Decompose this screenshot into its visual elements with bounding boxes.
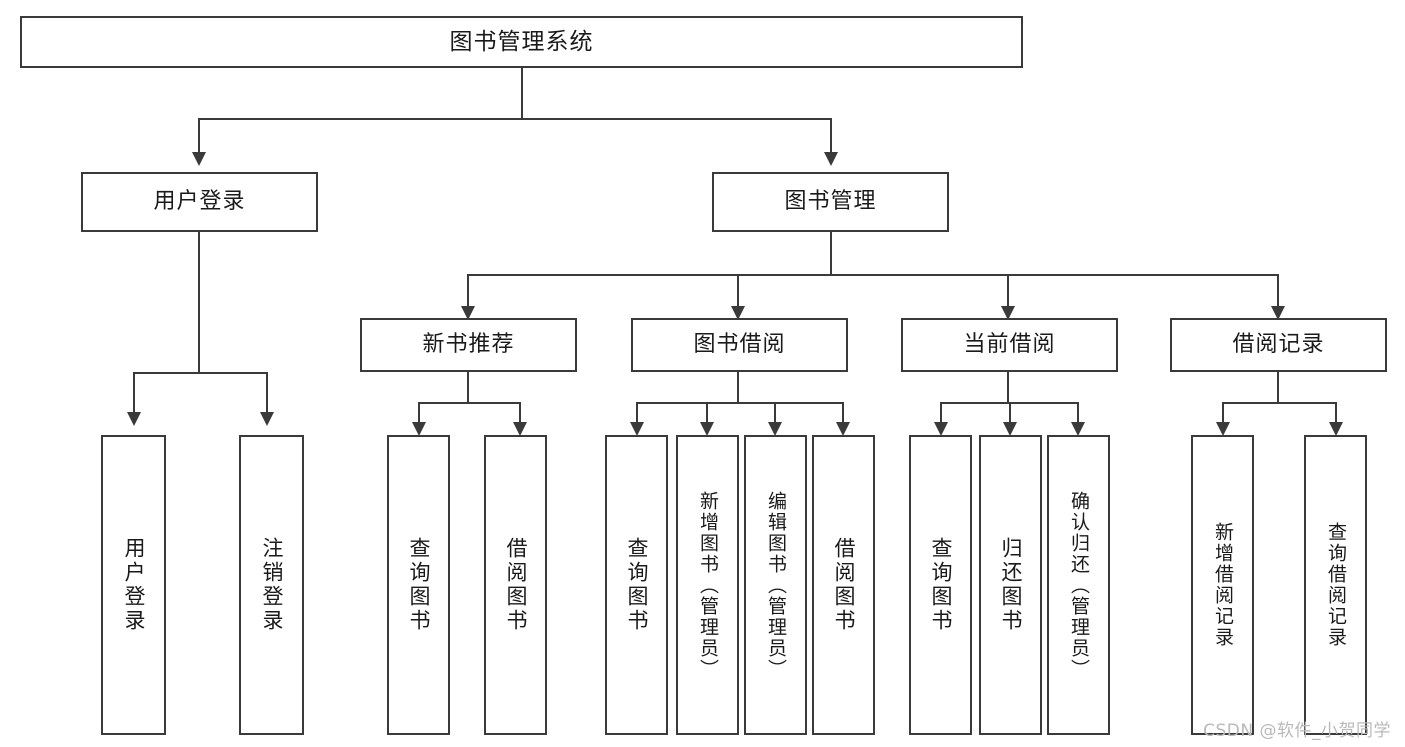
node-label: 查询图书 [407,537,431,633]
node-label: 图书管理 [784,189,877,215]
edge-to-leaf-add-record [1222,402,1224,424]
edge-to-leaf-user-login [133,372,135,414]
arrowhead-leaf-add-record [1216,422,1230,436]
arrowhead-leaf-query-book-1 [412,422,426,436]
leaf-query-book-1[interactable]: 查询图书 [387,435,450,735]
edge-user-login-bus [133,372,267,374]
node-book-management[interactable]: 图书管理 [712,172,949,232]
edge-root-stem [521,68,523,120]
arrowhead-leaf-logout [260,412,274,426]
arrowhead-leaf-add-book [700,422,714,436]
node-current-borrow[interactable]: 当前借阅 [901,318,1118,372]
leaf-edit-book[interactable]: 编辑图书（管理员） [744,435,807,735]
edge-book-borrow-stem [737,372,739,404]
arrowhead-leaf-query-record [1329,422,1343,436]
arrowhead-leaf-confirm-return [1071,422,1085,436]
node-label: 查询借阅记录 [1325,522,1347,648]
edge-root-to-book-management [830,118,832,154]
leaf-return-book[interactable]: 归还图书 [979,435,1042,735]
edge-book-borrow-bus [636,402,844,404]
arrowhead-leaf-user-login [127,412,141,426]
leaf-borrow-book-1[interactable]: 借阅图书 [484,435,547,735]
node-label: 新增图书（管理员） [697,490,719,680]
leaf-confirm-return[interactable]: 确认归还（管理员） [1047,435,1110,735]
edge-to-leaf-query-book-3 [940,402,942,424]
edge-to-borrow-record [1277,274,1279,308]
edge-to-leaf-query-book-2 [636,402,638,424]
leaf-add-record[interactable]: 新增借阅记录 [1191,435,1254,735]
leaf-query-record[interactable]: 查询借阅记录 [1304,435,1367,735]
edge-to-leaf-borrow-book-2 [842,402,844,424]
edge-new-book-recommend-stem [467,372,469,404]
arrowhead-leaf-borrow-book-1 [513,422,527,436]
node-label: 注销登录 [260,537,284,633]
leaf-add-book[interactable]: 新增图书（管理员） [676,435,739,735]
edge-to-book-borrow [737,274,739,308]
node-book-borrow[interactable]: 图书借阅 [631,318,848,372]
node-label: 新增借阅记录 [1212,522,1234,648]
edge-to-leaf-add-book [706,402,708,424]
edge-to-leaf-query-record [1335,402,1337,424]
leaf-query-book-3[interactable]: 查询图书 [909,435,972,735]
node-label: 当前借阅 [963,332,1056,358]
csdn-watermark: CSDN @软件_小贺同学 [1203,721,1391,741]
leaf-user-login[interactable]: 用户登录 [101,435,166,735]
edge-to-leaf-return-book [1009,402,1011,424]
node-label: 借阅记录 [1232,332,1325,358]
edge-to-leaf-borrow-book-1 [519,402,521,424]
edge-to-leaf-edit-book [774,402,776,424]
node-label: 用户登录 [153,189,246,215]
edge-book-management-bus [467,274,1279,276]
node-root-system[interactable]: 图书管理系统 [20,16,1023,68]
leaf-query-book-2[interactable]: 查询图书 [605,435,668,735]
edge-to-leaf-query-book-1 [418,402,420,424]
node-label: 图书借阅 [693,332,786,358]
leaf-logout[interactable]: 注销登录 [239,435,304,735]
arrowhead-borrow-record [1271,306,1285,320]
edge-to-new-book-recommend [467,274,469,308]
arrowhead-new-book-recommend [461,306,475,320]
node-label: 确认归还（管理员） [1068,490,1090,680]
edge-to-leaf-logout [266,372,268,414]
node-label: 查询图书 [625,537,649,633]
node-user-login[interactable]: 用户登录 [81,172,318,232]
edge-borrow-record-bus [1222,402,1336,404]
node-label: 新书推荐 [422,332,515,358]
edge-new-book-recommend-bus [418,402,520,404]
node-label: 用户登录 [122,537,146,633]
node-label: 借阅图书 [832,537,856,633]
arrowhead-leaf-edit-book [768,422,782,436]
edge-root-to-user-login [198,118,200,154]
node-label: 图书管理系统 [449,28,594,55]
arrowhead-leaf-query-book-3 [934,422,948,436]
edge-borrow-record-stem [1277,372,1279,404]
edge-to-leaf-confirm-return [1077,402,1079,424]
node-label: 归还图书 [999,537,1023,633]
arrowhead-leaf-query-book-2 [630,422,644,436]
edge-book-management-stem [830,232,832,276]
arrowhead-leaf-borrow-book-2 [836,422,850,436]
edge-user-login-stem [198,232,200,374]
leaf-borrow-book-2[interactable]: 借阅图书 [812,435,875,735]
node-label: 借阅图书 [504,537,528,633]
arrowhead-book-borrow [731,306,745,320]
edge-root-bus [198,118,832,120]
arrowhead-current-borrow [1001,306,1015,320]
node-label: 查询图书 [929,537,953,633]
node-label: 编辑图书（管理员） [765,490,787,680]
arrowhead-book-management [824,152,838,166]
node-borrow-record[interactable]: 借阅记录 [1170,318,1387,372]
node-new-book-recommend[interactable]: 新书推荐 [360,318,577,372]
arrowhead-user-login [192,152,206,166]
edge-current-borrow-stem [1007,372,1009,404]
edge-to-current-borrow [1007,274,1009,308]
arrowhead-leaf-return-book [1003,422,1017,436]
